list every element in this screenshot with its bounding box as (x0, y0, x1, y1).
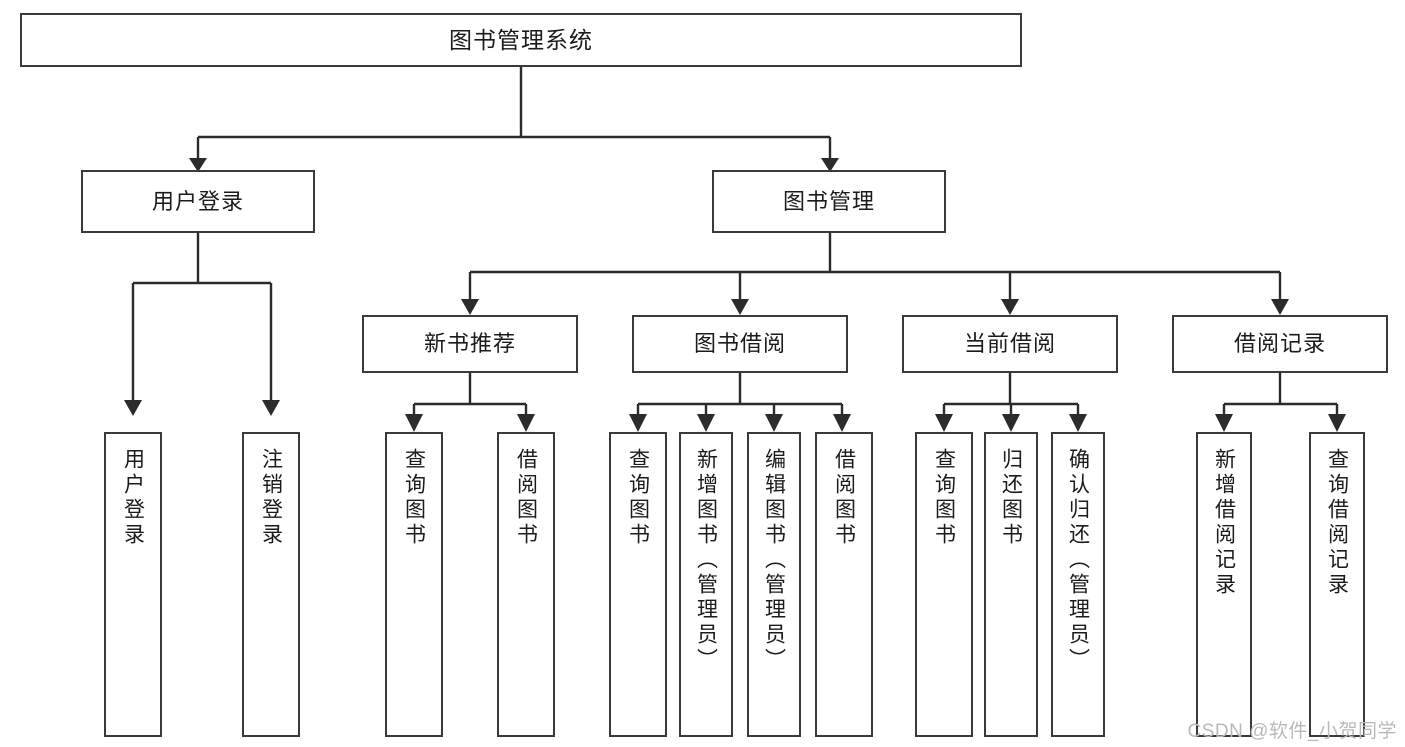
node-user-login[interactable]: 用户登录 (81, 170, 315, 233)
node-book-management[interactable]: 图书管理 (712, 170, 946, 233)
node-leaf-user-logout-label: 注销登录 (259, 448, 283, 548)
node-root-label: 图书管理系统 (449, 26, 593, 53)
node-new-book-recommend[interactable]: 新书推荐 (362, 315, 578, 373)
node-leaf-confirm-return-admin[interactable]: 确认归还（管理员） (1051, 432, 1105, 737)
arrowhead-leaf-user-logout (262, 400, 280, 416)
node-leaf-add-borrow-record[interactable]: 新增借阅记录 (1196, 432, 1252, 737)
node-leaf-add-borrow-record-label: 新增借阅记录 (1212, 448, 1236, 598)
node-leaf-borrow-book-2-label: 借阅图书 (832, 448, 856, 548)
node-book-borrow[interactable]: 图书借阅 (632, 315, 848, 373)
arrowhead-leaf-confirm-return-admin (1069, 414, 1087, 432)
node-leaf-edit-book-admin[interactable]: 编辑图书（管理员） (747, 432, 801, 737)
arrowhead-leaf-add-borrow-record (1215, 414, 1233, 432)
node-leaf-query-borrow-record[interactable]: 查询借阅记录 (1309, 432, 1365, 737)
arrowhead-leaf-borrow-book-1 (517, 414, 535, 432)
node-leaf-query-book-1[interactable]: 查询图书 (385, 432, 443, 737)
node-borrow-record-label: 借阅记录 (1233, 331, 1326, 357)
node-root[interactable]: 图书管理系统 (20, 13, 1022, 67)
node-user-login-label: 用户登录 (151, 188, 244, 214)
arrowhead-borrow-record (1271, 299, 1289, 315)
node-leaf-confirm-return-admin-label: 确认归还（管理员） (1066, 448, 1090, 673)
node-leaf-user-login-label: 用户登录 (121, 448, 145, 548)
node-book-management-label: 图书管理 (782, 188, 875, 214)
arrowhead-book-borrow (731, 299, 749, 315)
node-new-book-recommend-label: 新书推荐 (423, 331, 516, 357)
node-leaf-query-book-1-label: 查询图书 (402, 448, 426, 548)
node-leaf-query-book-3[interactable]: 查询图书 (915, 432, 973, 737)
node-leaf-user-login[interactable]: 用户登录 (104, 432, 162, 737)
node-leaf-query-book-3-label: 查询图书 (932, 448, 956, 548)
node-leaf-borrow-book-1-label: 借阅图书 (514, 448, 538, 548)
node-leaf-borrow-book-1[interactable]: 借阅图书 (497, 432, 555, 737)
node-leaf-borrow-book-2[interactable]: 借阅图书 (815, 432, 873, 737)
arrowhead-leaf-add-book-admin (697, 414, 715, 432)
watermark-text: CSDN @软件_小贺同学 (1187, 721, 1397, 742)
arrowhead-current-borrow (1001, 299, 1019, 315)
arrowhead-leaf-query-book-3 (935, 414, 953, 432)
node-current-borrow[interactable]: 当前借阅 (902, 315, 1118, 373)
arrowhead-leaf-user-login (124, 400, 142, 416)
node-leaf-user-logout[interactable]: 注销登录 (242, 432, 300, 737)
node-leaf-add-book-admin[interactable]: 新增图书（管理员） (679, 432, 733, 737)
node-leaf-edit-book-admin-label: 编辑图书（管理员） (762, 448, 786, 673)
arrowhead-leaf-query-borrow-record (1328, 414, 1346, 432)
node-leaf-return-book-label: 归还图书 (999, 448, 1023, 548)
node-borrow-record[interactable]: 借阅记录 (1172, 315, 1388, 373)
arrowhead-new-book-recommend (461, 299, 479, 315)
node-current-borrow-label: 当前借阅 (963, 331, 1056, 357)
node-book-borrow-label: 图书借阅 (693, 331, 786, 357)
node-leaf-return-book[interactable]: 归还图书 (984, 432, 1038, 737)
arrowhead-leaf-query-book-1 (405, 414, 423, 432)
node-leaf-query-book-2-label: 查询图书 (626, 448, 650, 548)
arrowhead-leaf-return-book (1002, 414, 1020, 432)
arrowhead-leaf-edit-book-admin (765, 414, 783, 432)
node-leaf-add-book-admin-label: 新增图书（管理员） (694, 448, 718, 673)
node-leaf-query-book-2[interactable]: 查询图书 (609, 432, 667, 737)
node-leaf-query-borrow-record-label: 查询借阅记录 (1325, 448, 1349, 598)
arrowhead-leaf-query-book-2 (629, 414, 647, 432)
arrowhead-leaf-borrow-book-2 (833, 414, 851, 432)
